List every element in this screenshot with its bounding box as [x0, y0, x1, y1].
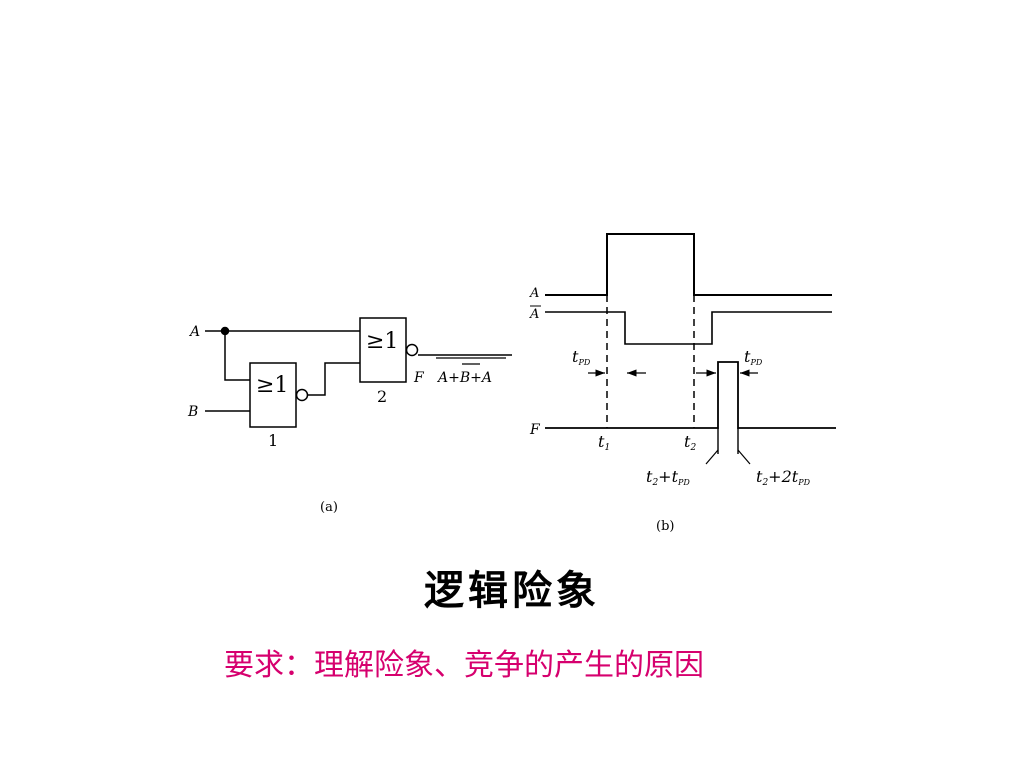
- pointer-t2-2tpd: [737, 449, 751, 465]
- pointer-t2-tpd: [705, 449, 719, 465]
- gate-2-number: 2: [377, 387, 387, 406]
- output-expression: A+B+A: [436, 370, 492, 386]
- gate-2-symbol: ≥1: [366, 329, 398, 354]
- circuit-a: [205, 317, 512, 428]
- input-b-label: B: [187, 404, 198, 420]
- delay-label-left: tPD: [572, 347, 591, 367]
- time-t2-label: t2: [684, 432, 696, 453]
- waveform-a: [545, 233, 832, 296]
- waveform-a-bar: [545, 311, 832, 345]
- wire-gate1-to-gate2: [308, 362, 360, 396]
- delay-label-right: tPD: [744, 347, 763, 367]
- gate-2-inverter-bubble: [405, 343, 419, 357]
- gate-1-number: 1: [268, 431, 278, 450]
- requirement-text: 要求：理解险象、竞争的产生的原因: [224, 648, 704, 683]
- gate-1-symbol: ≥1: [256, 373, 288, 398]
- caption-b: (b): [656, 519, 674, 534]
- input-a-label: A: [188, 324, 200, 340]
- output-f-label: F: [413, 370, 425, 386]
- time-t2-plus-tpd-label: t2+tPD: [646, 467, 690, 488]
- wire-a-branch: [224, 331, 250, 381]
- page-title: 逻辑险象: [424, 568, 600, 614]
- caption-a: (a): [320, 500, 338, 515]
- time-t1-label: t1: [598, 432, 610, 453]
- signal-f-label: F: [529, 422, 541, 438]
- signal-a-bar-label: A: [529, 307, 539, 322]
- gate-1-inverter-bubble: [295, 388, 309, 402]
- waveform-f: [545, 361, 836, 429]
- time-t2-plus-2tpd-label: t2+2tPD: [756, 467, 811, 488]
- signal-a-label: A: [529, 286, 539, 301]
- waveform-b: [545, 233, 836, 465]
